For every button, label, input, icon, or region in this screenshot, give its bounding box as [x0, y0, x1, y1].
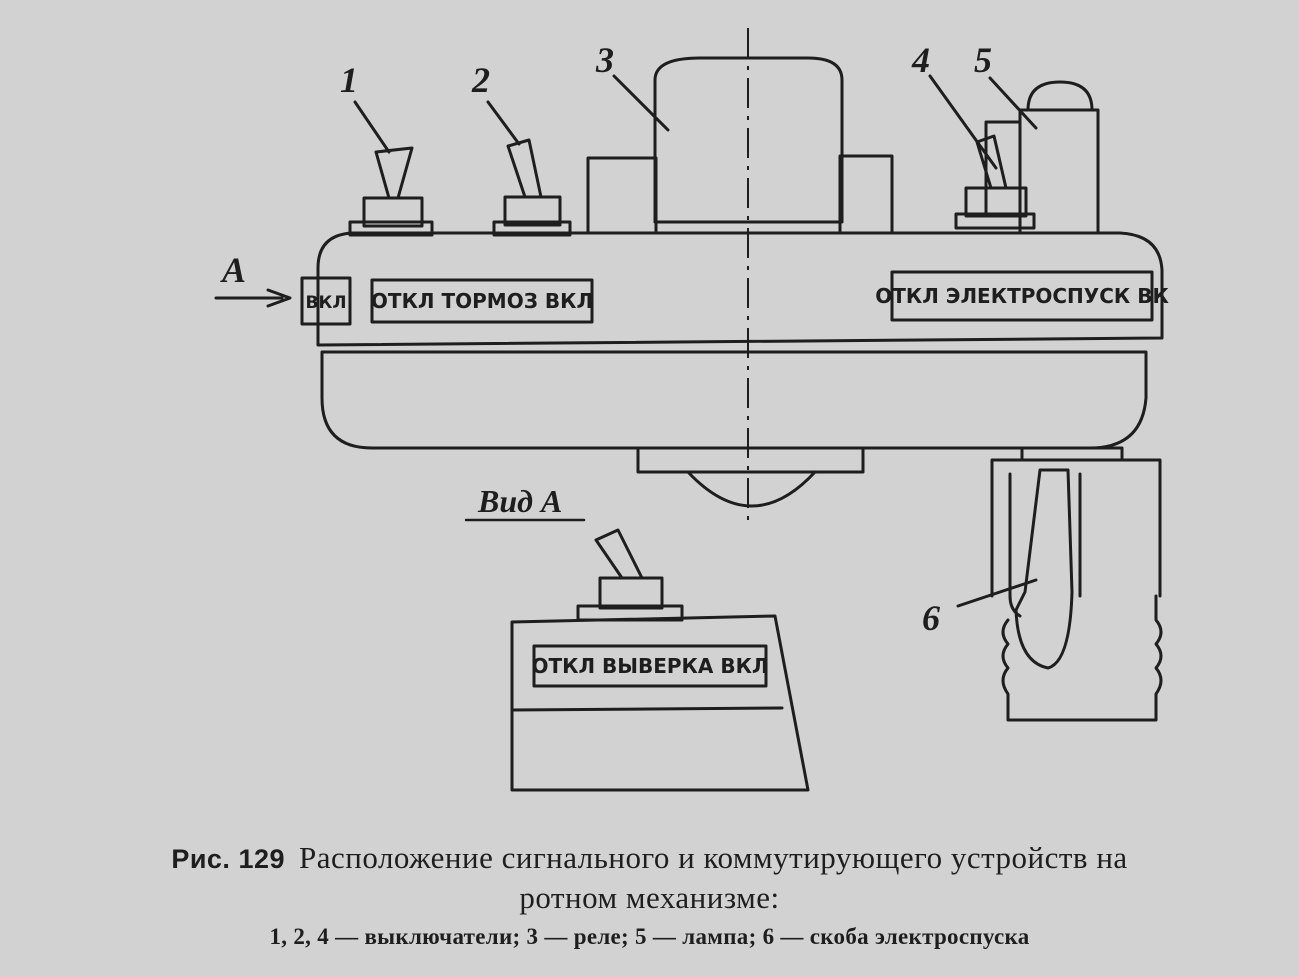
relay-side-block-right	[838, 154, 894, 235]
leader-line-6	[956, 578, 1038, 608]
trigger-lever	[1014, 468, 1074, 670]
plate-tormoz-frame	[370, 278, 594, 324]
bottom-dome	[686, 470, 817, 508]
bracket-mount	[1020, 446, 1124, 462]
leader-line-4	[928, 74, 998, 170]
callout-6: 6	[922, 598, 940, 638]
figure-caption-line1: Рис. 129 Расположение сигнального и комму…	[0, 840, 1299, 876]
plate-vyverka-text: ОТКЛ ВЫВЕРКА ВКЛ	[531, 654, 768, 678]
callout-5: 5	[974, 40, 992, 80]
figure-legend: 1, 2, 4 — выключатели; 3 — реле; 5 — лам…	[269, 924, 1030, 949]
plate-elektrospusk-frame	[890, 270, 1154, 322]
figure-number: Рис. 129	[171, 844, 285, 874]
arrow-a-label: A	[220, 250, 246, 290]
housing-lower	[320, 350, 1148, 450]
view-a-switch-nut	[598, 576, 664, 610]
leader-line-2	[486, 100, 521, 146]
figure-title-line2: ротном механизме:	[519, 880, 780, 915]
switch-2-base	[492, 220, 572, 237]
plate-tormoz-text: ОТКЛ ТОРМОЗ ВКЛ	[371, 289, 593, 313]
view-a-switch-lever	[594, 528, 644, 580]
mechanism-diagram: 1 2 3 4 5 6 A Вид А ВКЛ ОТКЛ ТОРМОЗ ВКЛ …	[214, 28, 1169, 792]
relay-body	[653, 56, 844, 224]
bracket-guard	[1008, 472, 1082, 618]
plate-vyverka-frame	[532, 644, 768, 688]
view-a-divider	[510, 706, 784, 712]
switch-2-lever	[506, 138, 543, 199]
callout-4: 4	[911, 40, 930, 80]
bottom-plate	[636, 446, 865, 474]
leader-line-5	[988, 76, 1038, 130]
view-a-title: Вид А	[477, 483, 562, 519]
bracket-bellows	[1001, 594, 1163, 722]
callout-1: 1	[340, 60, 358, 100]
figure-title-line1: Расположение сигнального и коммутирующег…	[299, 840, 1128, 875]
bracket-body	[990, 458, 1162, 598]
arrow-a-head	[266, 288, 292, 308]
leader-line-1	[353, 100, 391, 154]
switch-4-nut	[964, 186, 1028, 218]
callout-3: 3	[595, 40, 614, 80]
housing-upper	[316, 231, 1164, 347]
plate-vkl-text: ВКЛ	[306, 293, 347, 313]
view-a-housing	[510, 614, 810, 792]
view-a-switch-base	[576, 604, 684, 622]
lamp-dome	[1026, 80, 1094, 112]
plate-elektrospusk-text: ОТКЛ ЭЛЕКТРОСПУСК ВК	[875, 284, 1169, 308]
lamp-body	[1018, 108, 1100, 235]
switch-1-base	[348, 220, 434, 237]
leader-line-3	[612, 74, 670, 132]
switch-1-lever	[374, 146, 414, 200]
relay-side-block-left	[586, 156, 658, 235]
callout-2: 2	[471, 60, 490, 100]
plate-vkl-frame	[300, 276, 352, 326]
